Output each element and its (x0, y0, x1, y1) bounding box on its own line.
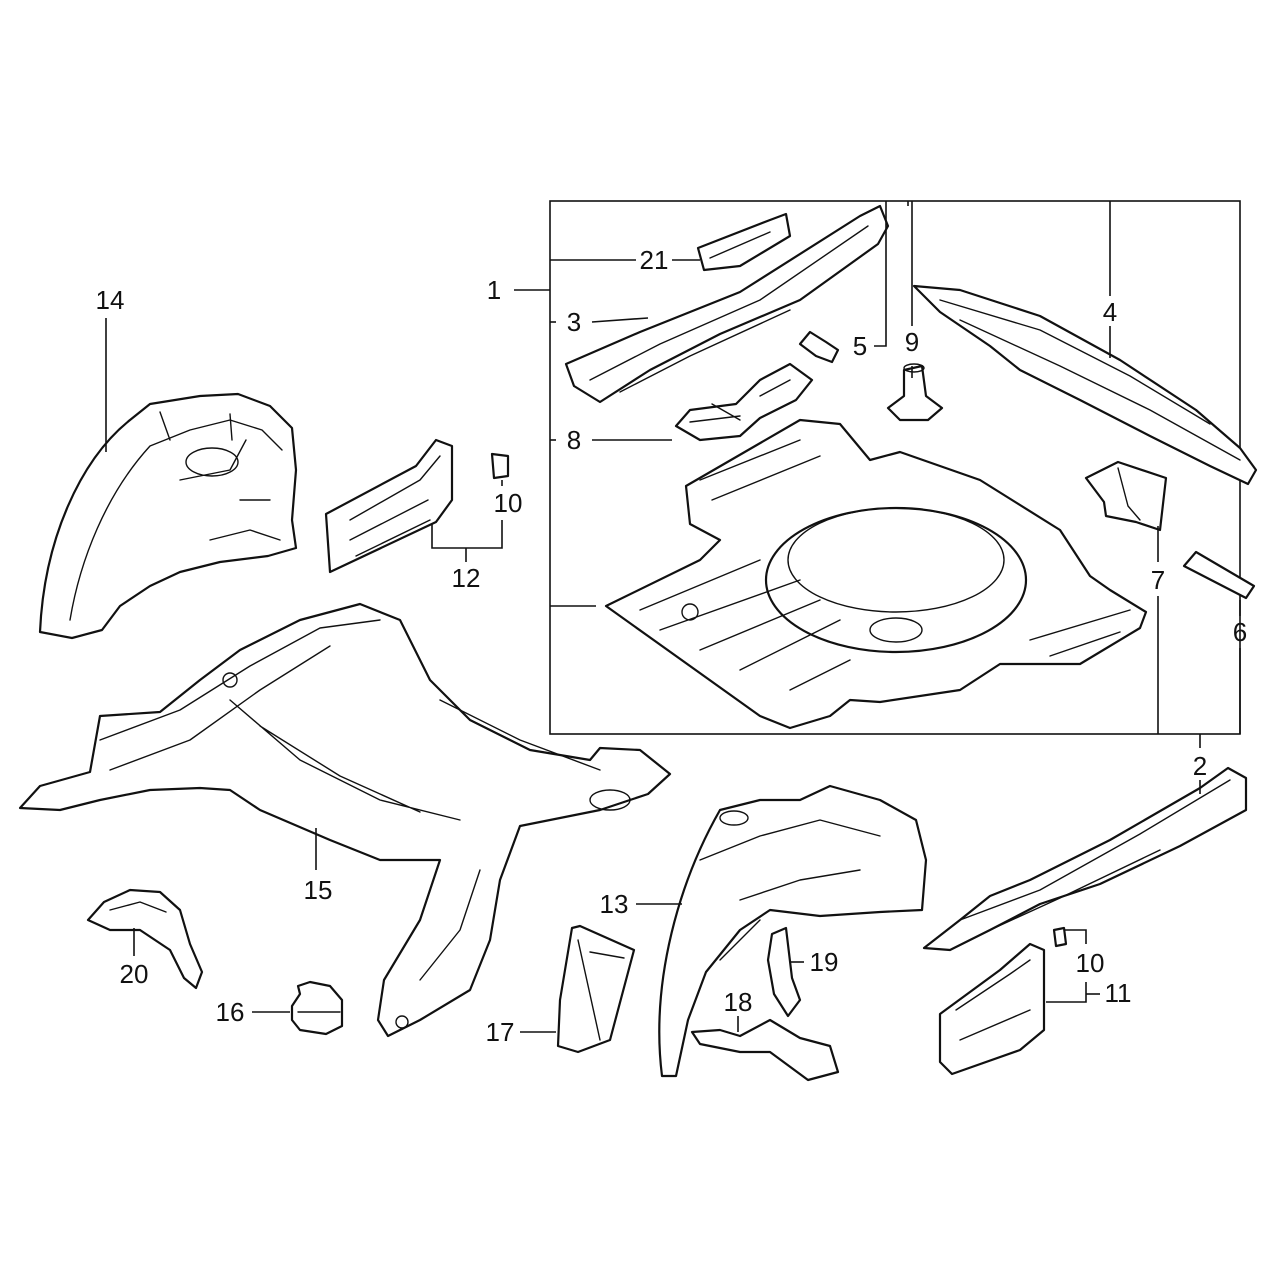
part-3-side-member (564, 204, 890, 404)
callout-17: 17 (486, 1017, 515, 1047)
callout-11: 11 (1105, 978, 1132, 1008)
callout-6: 6 (1233, 617, 1247, 647)
part-2-side-member (922, 766, 1248, 952)
callout-19: 19 (810, 947, 839, 977)
callout-5: 5 (853, 331, 867, 361)
part-13-wheel-house (658, 784, 928, 1078)
part-5-small-bracket (798, 330, 840, 364)
leader-lines (105, 201, 1241, 1033)
callout-10-right: 10 (1076, 948, 1105, 978)
part-16-mount (290, 980, 344, 1036)
callout-7: 7 (1151, 565, 1165, 595)
part-4-rear-panel (912, 284, 1258, 486)
callout-1: 1 (487, 275, 501, 305)
callout-14: 14 (96, 285, 125, 315)
part-19-bracket (766, 926, 802, 1018)
callout-9: 9 (905, 327, 919, 357)
part-11-side-panel (938, 926, 1068, 1076)
callout-18: 18 (724, 987, 753, 1017)
part-15-subframe (18, 602, 672, 1038)
callout-2: 2 (1193, 751, 1207, 781)
callout-15: 15 (304, 875, 333, 905)
part-14-wheel-house (38, 392, 298, 640)
part-6-bracket (1182, 550, 1256, 600)
part-20-bracket (86, 888, 204, 990)
part-17-panel (556, 924, 636, 1054)
callout-10-left: 10 (494, 488, 523, 518)
part-9-plug (886, 363, 944, 422)
rear-floor-pan (604, 418, 1148, 730)
callout-4: 4 (1103, 297, 1117, 327)
part-12-side-panel (324, 438, 510, 574)
part-8-crossmember (674, 362, 814, 442)
callout-20: 20 (120, 959, 149, 989)
callout-12: 12 (452, 563, 481, 593)
callout-16: 16 (216, 997, 245, 1027)
callout-3: 3 (567, 307, 581, 337)
callout-8: 8 (567, 425, 581, 455)
callout-13: 13 (600, 889, 629, 919)
part-18-bracket (690, 1018, 840, 1082)
part-7-bracket (1084, 460, 1168, 532)
part-21-bracket (696, 212, 792, 272)
callout-21: 21 (640, 245, 669, 275)
callout-labels: 1 2 3 4 5 6 7 8 9 10 10 11 12 13 14 15 1… (96, 245, 1248, 1047)
